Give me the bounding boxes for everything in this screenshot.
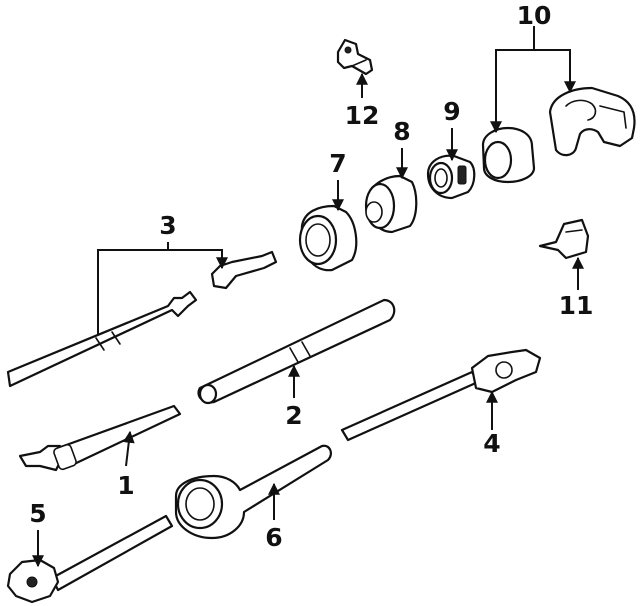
callout-8: 8 bbox=[393, 117, 410, 146]
callout-9: 9 bbox=[443, 97, 460, 126]
part-12-switch bbox=[336, 38, 374, 76]
part-6-jacket bbox=[174, 444, 332, 540]
part-9-bearing bbox=[426, 154, 476, 200]
part-1-shaft bbox=[18, 404, 182, 472]
part-8-ring bbox=[364, 174, 418, 234]
callout-labels: 1 2 3 4 5 6 7 8 9 10 11 12 bbox=[29, 1, 593, 552]
part-11-bracket bbox=[538, 218, 590, 260]
callout-7: 7 bbox=[329, 149, 346, 178]
leader-lines bbox=[32, 26, 584, 568]
callout-5: 5 bbox=[29, 499, 46, 528]
part-3-shift-rod bbox=[6, 250, 278, 388]
callout-3: 3 bbox=[159, 211, 176, 240]
part-5-u-joint bbox=[6, 514, 174, 604]
callout-6: 6 bbox=[265, 523, 282, 552]
callout-4: 4 bbox=[483, 429, 500, 458]
callout-10: 10 bbox=[517, 1, 552, 30]
callout-11: 11 bbox=[559, 291, 594, 320]
callout-1: 1 bbox=[117, 471, 134, 500]
part-2-tube bbox=[197, 298, 396, 405]
part-4-shaft bbox=[340, 348, 542, 442]
part-10-lock-housing bbox=[481, 86, 636, 184]
callout-12: 12 bbox=[345, 101, 380, 130]
part-7-cover bbox=[298, 204, 358, 272]
callout-2: 2 bbox=[285, 401, 302, 430]
